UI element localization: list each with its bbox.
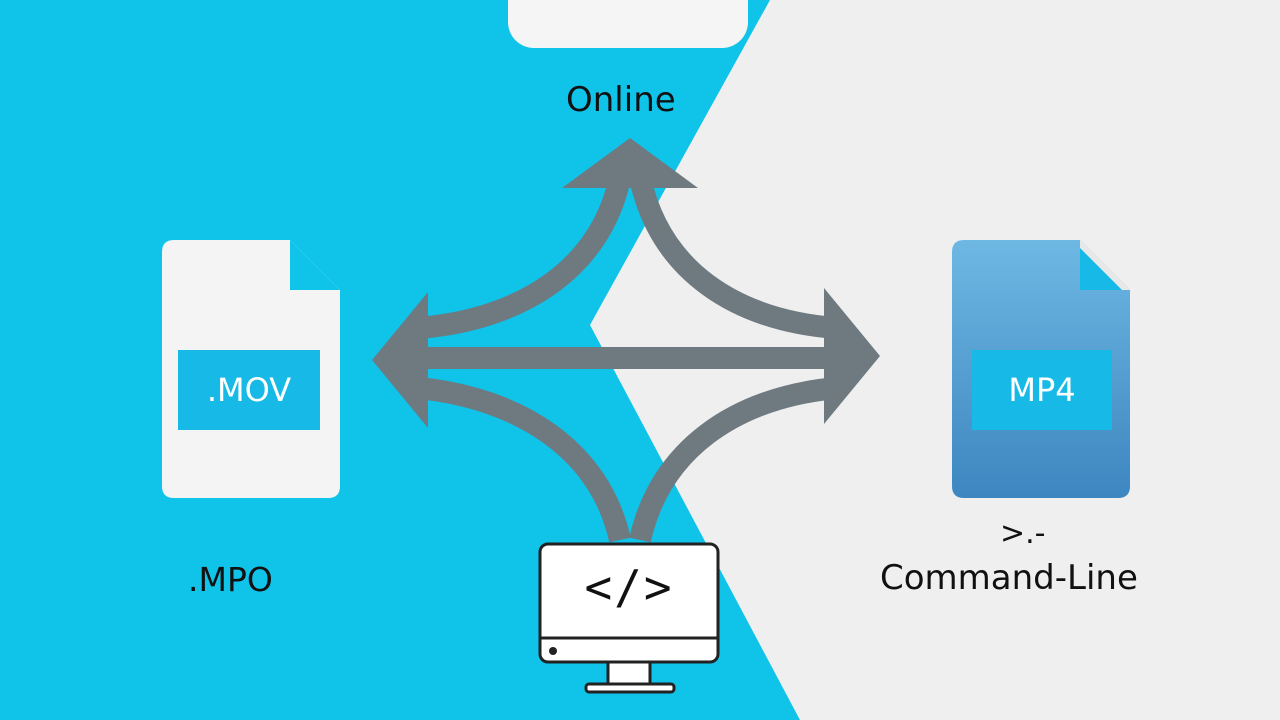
arrow-curve-left-bottom bbox=[416, 377, 631, 543]
online-box bbox=[508, 0, 748, 48]
arrow-head-left bbox=[372, 292, 428, 428]
mp4-tag-box bbox=[972, 350, 1112, 430]
mp4-file-icon bbox=[952, 240, 1130, 498]
terminal-prompt-label: >.- bbox=[1000, 516, 1046, 551]
command-line-label: Command-Line bbox=[880, 558, 1138, 598]
computer-icon bbox=[538, 542, 720, 694]
mov-format-label: .MOV bbox=[206, 371, 292, 409]
arrow-head-right bbox=[824, 288, 880, 424]
online-label: Online bbox=[566, 80, 676, 120]
arrow-curve-right-top bbox=[629, 175, 837, 339]
mov-tag-box bbox=[178, 350, 320, 430]
arrow-head-up bbox=[562, 138, 698, 188]
mpo-label: .MPO bbox=[188, 560, 273, 599]
conversion-arrows bbox=[416, 175, 838, 543]
mov-file-icon bbox=[162, 240, 340, 498]
arrow-curve-right-bottom bbox=[629, 377, 838, 543]
mp4-format-label: MP4 bbox=[1008, 371, 1076, 409]
arrow-curve-left-top bbox=[417, 175, 631, 339]
arrow-heads bbox=[372, 138, 880, 428]
code-symbol: </> bbox=[584, 560, 674, 614]
power-dot bbox=[549, 647, 557, 655]
